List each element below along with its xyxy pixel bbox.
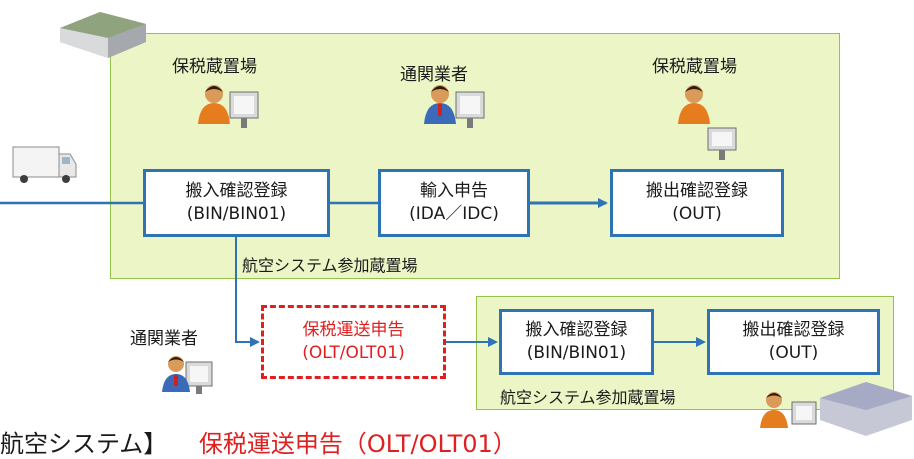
role-label-customs-broker: 通関業者 [400, 65, 468, 85]
footer-prefix: 航空システム】 [0, 430, 168, 458]
warehouse-icon [60, 12, 146, 58]
box-out2-line1: 搬出確認登録 [742, 320, 845, 340]
box-out-line2: (OUT) [672, 204, 722, 224]
box-ida-line1: 輸入申告 [420, 181, 488, 201]
box-bin-line2: (BIN/BIN01) [186, 204, 287, 224]
connector-layer [0, 198, 706, 347]
box-out-line1: 搬出確認登録 [646, 181, 748, 201]
box-bin2-line2: (BIN/BIN01) [526, 343, 627, 363]
role-label-customs-broker-transport: 通関業者 [130, 329, 198, 349]
footer-caption: 航空システム】 保税運送申告（OLT/OLT01） [0, 424, 517, 459]
footer-title: 保税運送申告（OLT/OLT01） [198, 430, 517, 458]
arrow-bin-olt [235, 237, 260, 347]
box-bin-confirm: 搬入確認登録 (BIN/BIN01) [143, 169, 330, 237]
box-bin-confirm-2: 搬入確認登録 (BIN/BIN01) [499, 309, 654, 375]
box-bin-line1: 搬入確認登録 [185, 181, 288, 201]
box-out-confirm-2: 搬出確認登録 (OUT) [707, 309, 880, 375]
box-olt-line2: (OLT/OLT01) [302, 343, 405, 363]
role-label-bonded-warehouse-1: 保税蔵置場 [172, 57, 257, 77]
box-bonded-transport: 保税運送申告 (OLT/OLT01) [261, 305, 446, 379]
bottom-zone-label: 航空システム参加蔵置場 [500, 388, 676, 407]
box-olt-line1: 保税運送申告 [302, 320, 405, 340]
box-out2-line2: (OUT) [768, 343, 819, 363]
role-label-bonded-warehouse-2: 保税蔵置場 [652, 57, 737, 77]
truck-icon [12, 146, 77, 183]
box-out-confirm: 搬出確認登録 (OUT) [610, 169, 784, 237]
box-bin2-line1: 搬入確認登録 [525, 320, 628, 340]
warehouse-icon-bottom [820, 382, 912, 436]
box-ida-line2: (IDA／IDC) [409, 204, 499, 224]
top-zone [110, 33, 840, 279]
box-import-declaration: 輸入申告 (IDA／IDC) [378, 169, 530, 237]
person-at-computer-icon [162, 85, 817, 428]
top-zone-label: 航空システム参加蔵置場 [242, 256, 418, 275]
